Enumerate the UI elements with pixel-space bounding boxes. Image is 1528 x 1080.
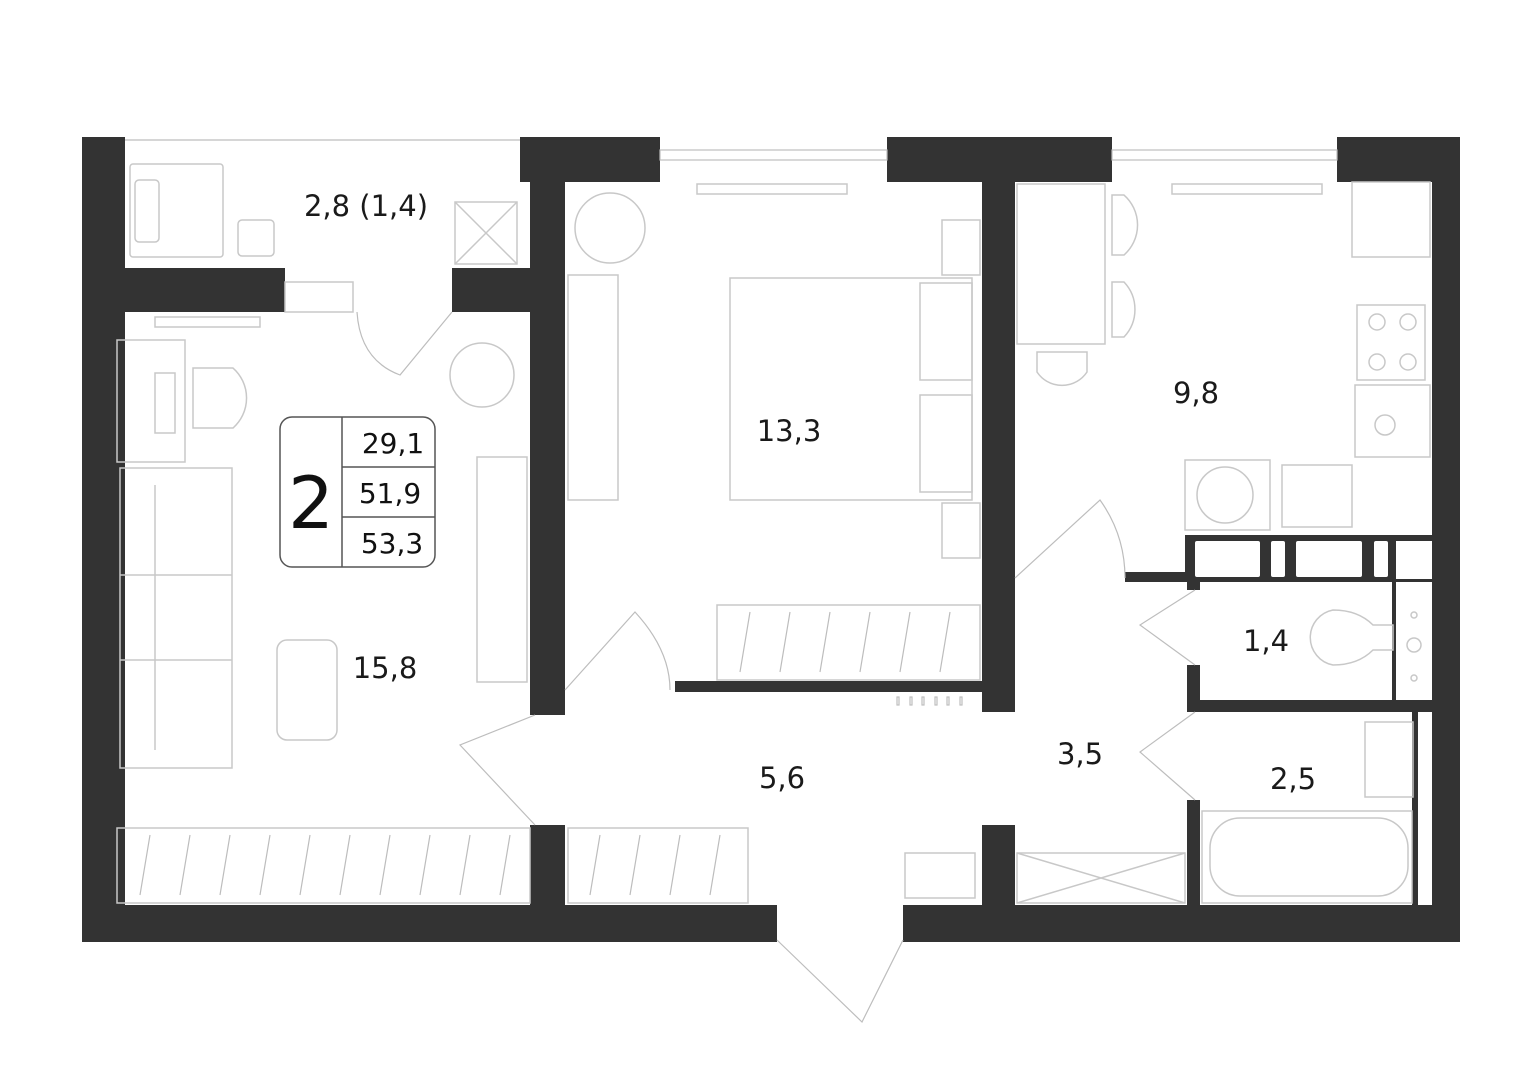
furniture bbox=[116, 163, 1431, 1023]
total-area: 51,9 bbox=[359, 477, 421, 510]
room-area-living-room: 15,8 bbox=[353, 651, 418, 685]
walls bbox=[82, 137, 1460, 942]
room-area-bathroom: 2,5 bbox=[1270, 762, 1316, 796]
room-area-corridor: 3,5 bbox=[1057, 737, 1103, 771]
total-area-with-balcony: 53,3 bbox=[361, 527, 423, 560]
room-area-toilet: 1,4 bbox=[1243, 624, 1289, 658]
room-area-kitchen: 9,8 bbox=[1173, 376, 1219, 410]
room-area-hallway: 5,6 bbox=[759, 761, 805, 795]
living-area: 29,1 bbox=[362, 427, 424, 460]
windows bbox=[125, 139, 1338, 161]
rooms-count: 2 bbox=[288, 461, 334, 545]
apartment-summary: 2 29,1 51,9 53,3 bbox=[279, 416, 436, 568]
room-area-bedroom: 13,3 bbox=[757, 414, 822, 448]
room-area-balcony: 2,8 (1,4) bbox=[304, 189, 428, 223]
